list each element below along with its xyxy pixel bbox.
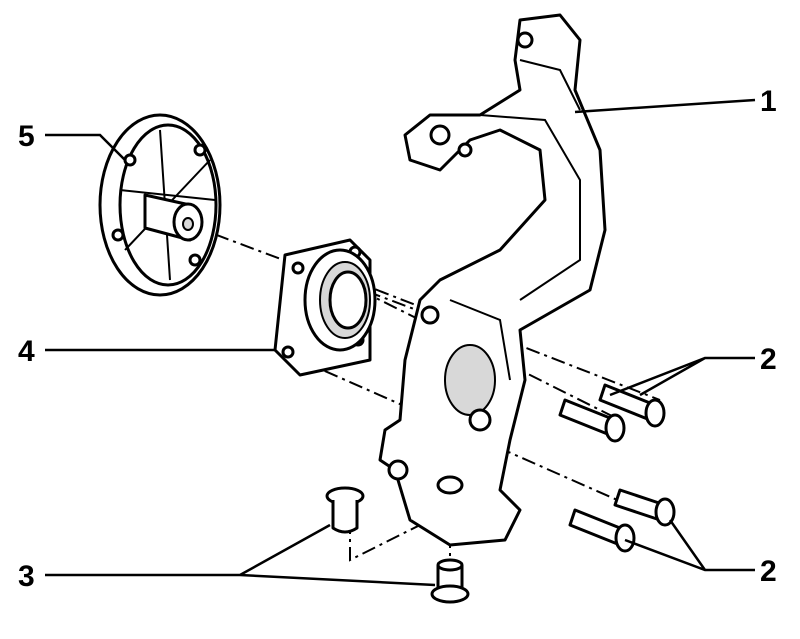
wheel-bearing: [273, 238, 377, 377]
label-bolts-lower: 2: [760, 555, 777, 588]
label-wheel-bearing: 4: [18, 335, 35, 368]
bolt: [613, 488, 676, 527]
leader-lines: [45, 98, 756, 587]
bushing: [325, 486, 365, 534]
wheel-hub: [98, 113, 222, 297]
steering-knuckle: [378, 13, 607, 547]
bushing: [430, 558, 470, 604]
bolt: [568, 508, 636, 553]
bushings: [325, 486, 470, 604]
label-steering-knuckle: 1: [760, 85, 777, 118]
label-bolts-upper: 2: [760, 343, 777, 376]
label-wheel-hub: 5: [18, 120, 35, 153]
bolts: [558, 383, 676, 553]
bolt: [558, 398, 626, 443]
label-bushings: 3: [18, 560, 35, 593]
